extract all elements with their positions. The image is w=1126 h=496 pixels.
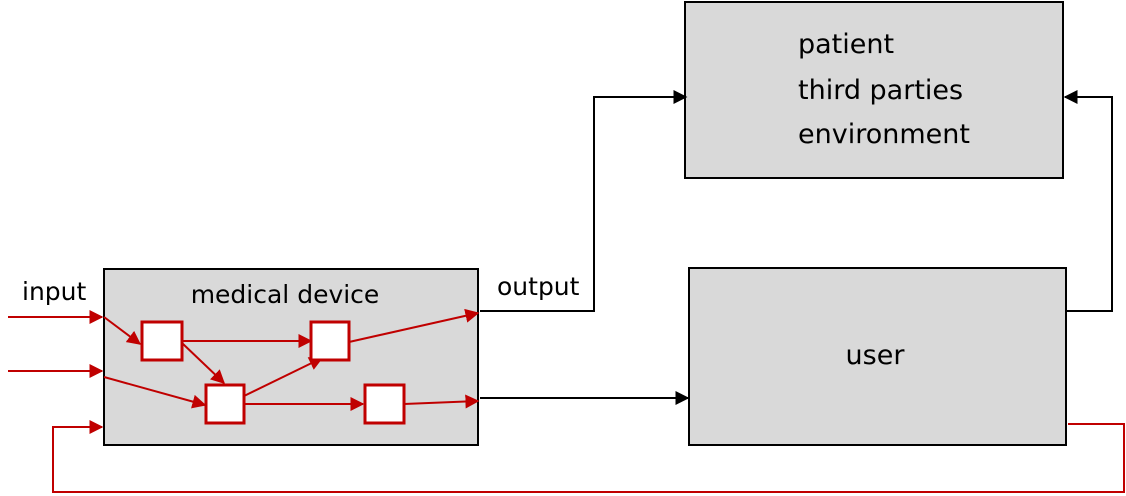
flow-n3-to-output xyxy=(348,308,480,343)
output-to-stakeholders-arrow xyxy=(480,90,688,312)
flow-n2-to-n3 xyxy=(243,357,324,397)
flow-n1-to-n2 xyxy=(181,342,226,384)
stakeholder-environment: environment xyxy=(798,119,970,150)
input-label: input xyxy=(22,277,87,306)
process-node-1 xyxy=(140,320,184,362)
flow-in1-to-n1 xyxy=(103,316,142,345)
user-box xyxy=(688,267,1067,446)
output-label: output xyxy=(497,272,580,301)
process-node-2 xyxy=(204,383,246,425)
process-node-3 xyxy=(309,320,351,362)
stakeholders-box xyxy=(684,1,1064,179)
process-node-4 xyxy=(363,383,406,425)
flow-in2-to-n2 xyxy=(103,376,207,409)
medical-device-label: medical device xyxy=(191,280,380,309)
user-to-stakeholders-arrow xyxy=(1063,90,1113,312)
stakeholder-patient: patient xyxy=(798,29,894,60)
user-label: user xyxy=(846,340,906,371)
flow-n4-to-output xyxy=(403,394,480,409)
feedback-loop-arrow xyxy=(52,420,1125,493)
stakeholder-third-parties: third parties xyxy=(798,75,963,106)
